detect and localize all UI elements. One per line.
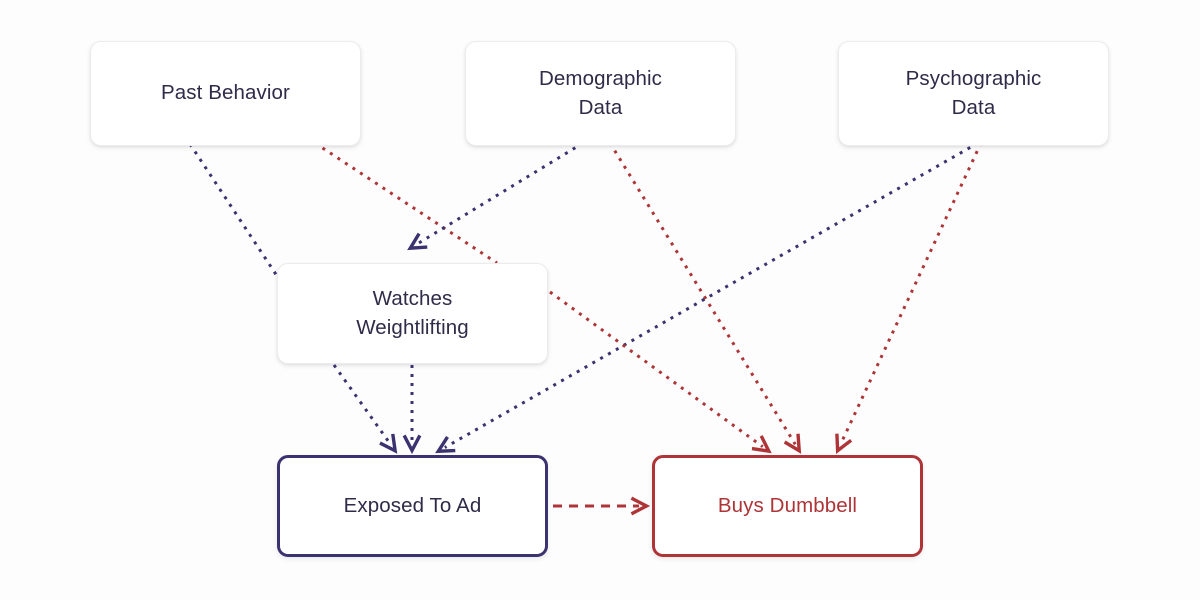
edge-psychographic_data-to-buys_dumbbell bbox=[835, 142, 983, 454]
edge-watches_weightlifting-to-exposed_to_ad bbox=[332, 364, 398, 454]
node-label: Watches Weightlifting bbox=[356, 287, 469, 339]
arrowhead bbox=[835, 433, 853, 454]
edge-demographic_data-to-buys_dumbbell bbox=[608, 142, 802, 454]
node-watches_weightlifting[interactable]: Watches Weightlifting bbox=[277, 263, 548, 364]
edge-line bbox=[549, 290, 764, 448]
node-past_behavior[interactable]: Past Behavior bbox=[90, 41, 361, 146]
edge-demographic_data-to-watches_weightlifting bbox=[407, 141, 584, 251]
edge-watches_weightlifting-to-buys_dumbbell bbox=[549, 290, 772, 454]
edge-watches_weightlifting-to-exposed_to_ad bbox=[402, 365, 422, 455]
edge-past_behavior-to-watches_weightlifting bbox=[314, 141, 498, 265]
edge-line bbox=[608, 142, 797, 446]
arrowhead bbox=[379, 433, 398, 454]
node-label: Past Behavior bbox=[161, 81, 290, 105]
node-label: Demographic Data bbox=[538, 67, 663, 119]
arrowhead bbox=[402, 434, 422, 455]
node-label: Exposed To Ad bbox=[343, 493, 482, 517]
edge-line bbox=[415, 141, 584, 246]
arrowhead bbox=[435, 436, 456, 454]
edge-past_behavior-to-watches_weightlifting bbox=[188, 143, 281, 280]
node-label: Psychographic Data bbox=[905, 67, 1042, 119]
edge-line bbox=[188, 143, 281, 280]
edge-line bbox=[332, 364, 392, 446]
node-exposed_to_ad[interactable]: Exposed To Ad bbox=[277, 455, 548, 557]
arrowhead bbox=[630, 496, 651, 516]
arrowhead bbox=[783, 433, 802, 454]
arrowhead bbox=[751, 435, 772, 454]
node-demographic_data[interactable]: Demographic Data bbox=[465, 41, 736, 146]
node-buys_dumbbell[interactable]: Buys Dumbbell bbox=[652, 455, 923, 557]
edge-line bbox=[839, 142, 983, 445]
edge-line bbox=[314, 141, 498, 265]
edge-exposed_to_ad-to-buys_dumbbell bbox=[553, 496, 651, 516]
arrowhead bbox=[407, 232, 428, 251]
node-psychographic_data[interactable]: Psychographic Data bbox=[838, 41, 1109, 146]
node-label: Buys Dumbbell bbox=[717, 493, 858, 517]
